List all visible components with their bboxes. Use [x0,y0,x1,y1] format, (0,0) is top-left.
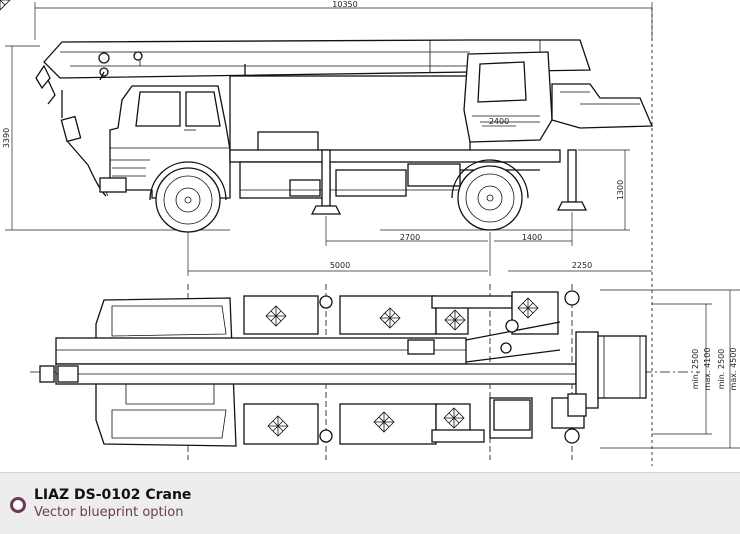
label-outrigger-rear: 1400 [522,233,542,242]
caption-subtitle: Vector blueprint option [34,505,184,520]
crane-operator-cabin: 2400 [463,51,553,143]
label-rear-overhang: 2250 [572,261,592,270]
label-wheelbase: 5000 [330,261,350,270]
side-boxes-lower [243,397,585,445]
caption-title: LIAZ DS-0102 Crane [34,487,192,503]
front-wheel [149,161,227,233]
bullet-ring-icon [10,497,26,513]
label-max-width-2: max. 4500 [729,348,738,391]
dimension-outriggers: 2700 1400 [325,212,573,276]
blueprint-drawing: 10350 3390 [0,0,740,466]
outrigger-pads-top [319,290,580,444]
counterweight [551,83,653,129]
rear-wheel [451,159,529,231]
label-min-width-2: min. 2500 [717,349,726,390]
outriggers-side: 1300 [310,149,630,230]
label-min-width-1: min. 2500 [691,349,700,390]
label-max-width-1: max. 4100 [703,348,712,391]
dimension-overall-length: 10350 [34,0,653,466]
label-outrigger-height: 1300 [616,180,625,200]
boom-top [39,321,577,385]
side-boxes-upper [243,291,559,335]
turret-top [493,331,647,431]
label-height: 3390 [2,128,11,148]
side-view: 10350 3390 [2,0,653,466]
label-outrigger-front: 2700 [400,233,420,242]
top-view: min. 2500 max. 4100 min. 2500 max. 4500 [0,0,740,460]
truck-body [229,75,561,199]
dimension-widths: min. 2500 max. 4100 min. 2500 max. 4500 [600,289,740,449]
label-cab-window: 2400 [489,117,509,126]
dimension-wheelbase: 5000 2250 [187,232,652,276]
crane-boom [43,39,591,81]
hatch-patterns [0,0,539,437]
caption-bar: LIAZ DS-0102 Crane Vector blueprint opti… [0,472,740,534]
hook-block [35,64,109,197]
label-overall-length: 10350 [332,0,357,9]
